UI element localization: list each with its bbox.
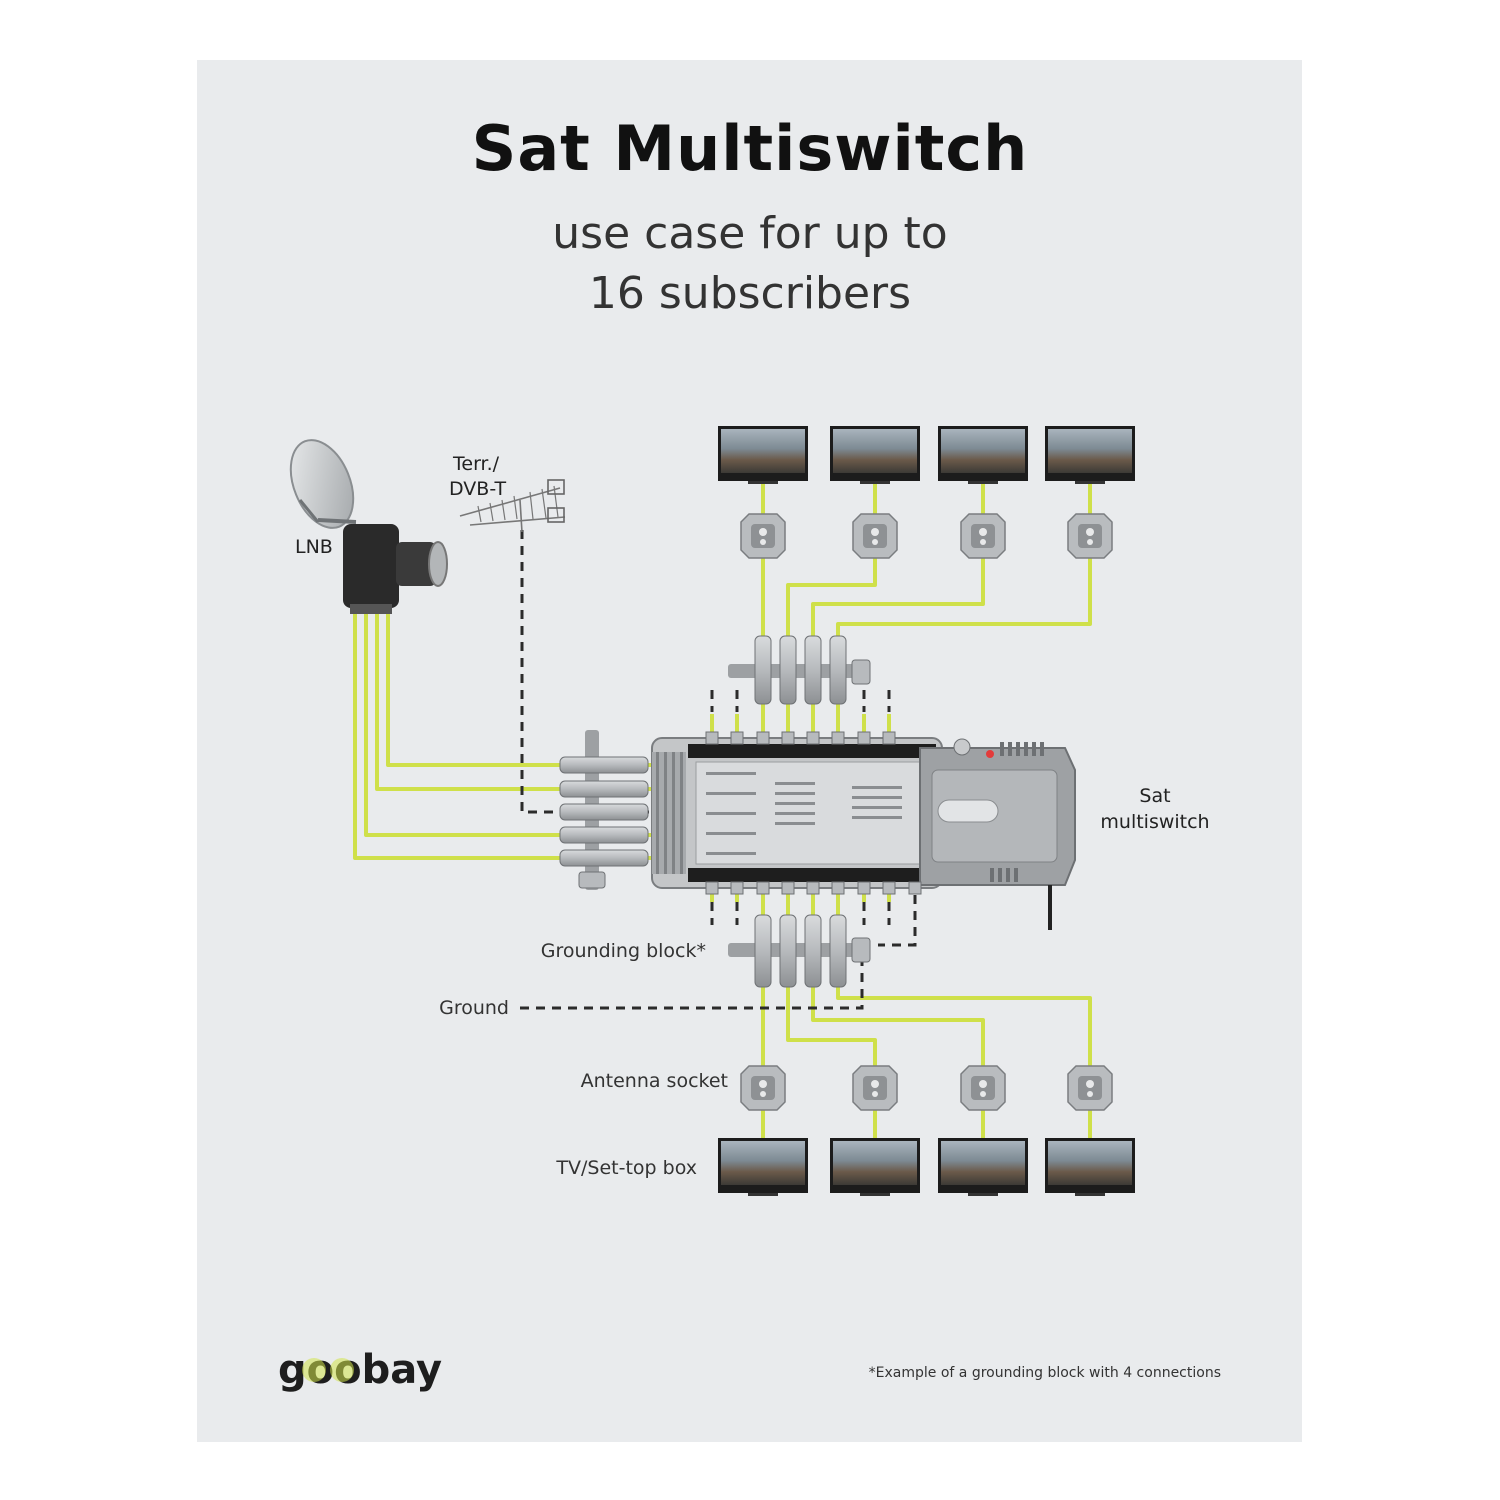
antenna-socket-icon bbox=[960, 513, 1006, 559]
label-tv: TV/Set-top box bbox=[555, 1157, 697, 1179]
footnote: *Example of a grounding block with 4 con… bbox=[869, 1365, 1221, 1381]
label-grounding-block: Grounding block* bbox=[541, 940, 706, 962]
antenna-socket-icon bbox=[740, 513, 786, 559]
top-grounding-block bbox=[728, 635, 871, 705]
page-subtitle: use case for up to 16 subscribers bbox=[0, 204, 1500, 324]
cable-top-gb-2 bbox=[786, 552, 877, 640]
cable-bot-gb-2 bbox=[786, 985, 877, 1070]
subtitle-line-1: use case for up to bbox=[552, 208, 948, 259]
tv-icon bbox=[938, 1138, 1028, 1196]
label-terr-line1: Terr./ bbox=[452, 453, 500, 475]
top-socket-row bbox=[740, 513, 1113, 559]
subtitle-line-2: 16 subscribers bbox=[588, 268, 912, 319]
lnb-icon bbox=[343, 524, 448, 614]
cable-bot-gb-4 bbox=[836, 985, 1092, 1070]
bottom-tv-row bbox=[718, 1138, 1135, 1196]
label-antenna-socket: Antenna socket bbox=[581, 1070, 728, 1092]
goobay-logo: goobay bbox=[278, 1347, 442, 1393]
cable-bot-gb-3 bbox=[811, 985, 985, 1070]
antenna-socket-icon bbox=[740, 1065, 786, 1111]
page-title: Sat Multiswitch bbox=[471, 112, 1029, 185]
label-ground: Ground bbox=[439, 997, 509, 1019]
label-sat-line2: multiswitch bbox=[1100, 811, 1209, 833]
cable-top-gb-3 bbox=[811, 552, 985, 640]
bottom-grounding-block bbox=[728, 914, 871, 988]
tv-icon bbox=[830, 1138, 920, 1196]
antenna-socket-icon bbox=[1067, 1065, 1113, 1111]
top-tv-row bbox=[718, 426, 1135, 484]
antenna-socket-icon bbox=[852, 513, 898, 559]
cable-lnb-4 bbox=[353, 612, 655, 860]
label-sat-line1: Sat bbox=[1139, 785, 1170, 807]
label-lnb: LNB bbox=[295, 536, 333, 558]
cable-top-gb-4 bbox=[836, 552, 1092, 640]
dashed-switch-ground bbox=[878, 895, 917, 947]
satellite-dish-icon bbox=[289, 439, 357, 529]
cable-lnb-3 bbox=[364, 612, 655, 837]
antenna-socket-icon bbox=[852, 1065, 898, 1111]
tv-icon bbox=[1045, 426, 1135, 484]
tv-icon bbox=[718, 426, 808, 484]
tv-icon bbox=[1045, 1138, 1135, 1196]
tv-icon bbox=[718, 1138, 808, 1196]
tv-icon bbox=[938, 426, 1028, 484]
terrestrial-antenna-icon bbox=[459, 479, 566, 533]
dashed-ground-line bbox=[520, 960, 864, 1010]
tv-icon bbox=[830, 426, 920, 484]
bottom-socket-row bbox=[740, 1065, 1113, 1111]
antenna-socket-icon bbox=[960, 1065, 1006, 1111]
antenna-socket-icon bbox=[1067, 513, 1113, 559]
label-terr-line2: DVB-T bbox=[449, 478, 506, 500]
multiswitch-device bbox=[651, 731, 1076, 930]
input-grounding-block bbox=[559, 730, 649, 890]
